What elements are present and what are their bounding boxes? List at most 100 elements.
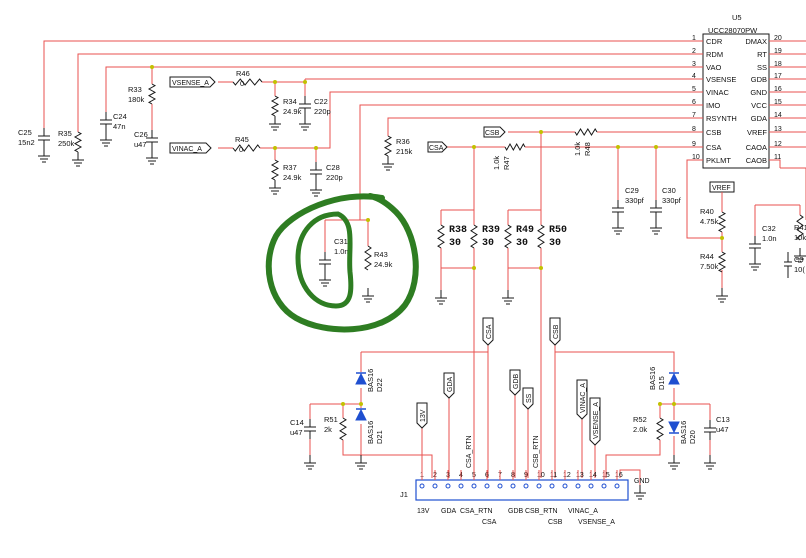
ic-pin-num: 6 — [692, 99, 696, 106]
ground-symbol — [38, 148, 50, 163]
connector-gnd-label: GND — [634, 478, 650, 485]
component-value: 24.9k — [283, 107, 302, 116]
junction — [672, 402, 676, 406]
ground-symbol — [612, 220, 624, 235]
connector-net-label: GDA — [441, 508, 457, 515]
component-ref: R45 — [235, 135, 249, 144]
wire-vao — [105, 66, 703, 112]
net-flag-vref-label: VREF — [712, 185, 731, 192]
svg-text:VSENSE_A: VSENSE_A — [593, 402, 600, 439]
component-value: 2.0k — [633, 425, 647, 434]
junction — [359, 402, 363, 406]
junction — [539, 130, 543, 134]
component-value: 215k — [396, 147, 413, 156]
wire-caob — [780, 167, 806, 220]
ic-pin-name: DMAX — [745, 37, 767, 46]
junction — [303, 80, 307, 84]
net-flag-vsense-a — [169, 76, 216, 88]
junction — [273, 80, 277, 84]
component-value: u47 — [134, 140, 147, 149]
component-ref: R51 — [324, 415, 338, 424]
connector-ref: J1 — [400, 490, 408, 499]
ic-pin-name: CSA — [706, 143, 721, 152]
component-value: 30 — [549, 238, 561, 249]
junction — [314, 146, 318, 150]
ic-pin-num: 3 — [692, 61, 696, 68]
highlight-annotation — [265, 193, 419, 333]
vflag-13v: 13V — [416, 402, 428, 429]
connector-pin-num: 12 — [563, 472, 571, 479]
svg-text:SS: SS — [526, 393, 533, 403]
ic-pin-num: 13 — [774, 126, 782, 133]
component-value: 30 — [516, 238, 528, 249]
wire-rdm — [77, 53, 703, 132]
diode-value: BAS16 — [366, 369, 375, 392]
wire-pklmt — [686, 159, 722, 239]
ic-pin-num: 10 — [692, 154, 700, 161]
ic-pin-name: GND — [750, 88, 767, 97]
ground-symbol — [146, 150, 158, 165]
ic-pin-name: VCC — [751, 101, 767, 110]
ground-symbol — [668, 455, 680, 470]
ic-pin-name: RSYNTH — [706, 114, 737, 123]
net-flag-csb-label: CSB — [485, 130, 500, 137]
ic-pin-num: 4 — [692, 73, 696, 80]
wire-caps-c29-c30 — [617, 147, 657, 200]
connector-net-label: GDB — [508, 508, 524, 515]
svg-text:13V: 13V — [420, 409, 427, 422]
ground-symbol — [650, 220, 662, 235]
component-ref: R34 — [283, 97, 297, 106]
net-flag-vsense-a-label: VSENSE_A — [172, 80, 209, 87]
component-ref: R35 — [58, 129, 72, 138]
component-value: 24.9k — [374, 260, 393, 269]
ic-pin-num: 20 — [774, 35, 782, 42]
ic-pin-name: CAOA — [746, 143, 767, 152]
component-ref: R44 — [700, 252, 714, 261]
ic-pin-num: 15 — [774, 99, 782, 106]
ic-pin-num: 17 — [774, 73, 782, 80]
ic-pin-num: 16 — [774, 86, 782, 93]
component-ref: R52 — [633, 415, 647, 424]
wire-r49-r50-top — [507, 209, 542, 225]
ground-symbol — [362, 288, 374, 303]
net-flag-csa — [427, 141, 448, 153]
component-ref: C31 — [334, 237, 348, 246]
svg-text:GDB: GDB — [513, 374, 520, 390]
component-ref: R48 — [583, 142, 592, 156]
diode-ref: D21 — [375, 430, 384, 444]
ic-body — [702, 33, 770, 169]
component-value: 24.9k — [283, 173, 302, 182]
highlight-circle-outer — [265, 193, 419, 333]
component-ref: R37 — [283, 163, 297, 172]
component-value: 7.50k — [700, 262, 719, 271]
component-ref: R38 — [449, 225, 467, 236]
svg-text:CSA: CSA — [486, 324, 493, 339]
wire-r38-r39-top — [440, 209, 475, 225]
component-value: 1.0k — [492, 156, 501, 170]
highlight-circle-inner — [295, 211, 354, 309]
wire-d15-top — [555, 351, 675, 372]
connector-net-label: 13V — [417, 508, 430, 515]
junction — [472, 145, 476, 149]
component-value: 4.75k — [700, 217, 719, 226]
wire-r38-r39-bot — [440, 248, 475, 330]
ground-symbol — [310, 182, 322, 197]
wire-r49-r50-bot — [507, 248, 542, 330]
ic-pin-num: 9 — [692, 141, 696, 148]
component-value: 330pf — [662, 196, 682, 205]
component-ref: R40 — [700, 207, 714, 216]
